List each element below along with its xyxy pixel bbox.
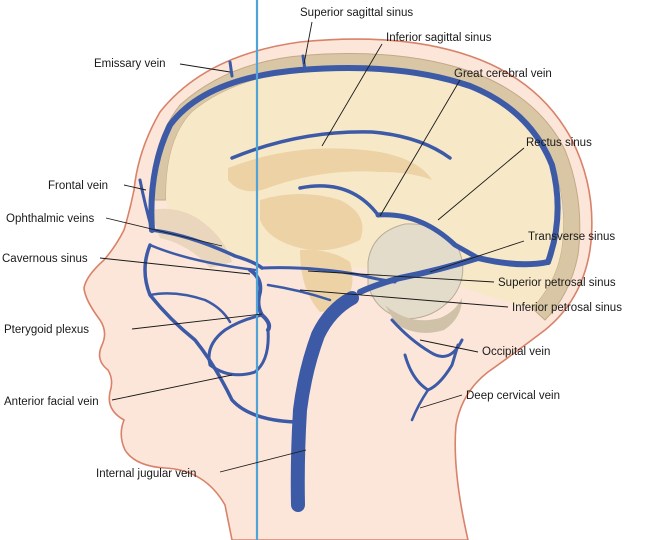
leader-inferior-sagittal-sinus	[321, 43, 383, 147]
pterygoid-plexus-vessel	[207, 313, 270, 377]
label-cavernous-sinus: Cavernous sinus	[2, 253, 88, 265]
anterior-facial-vein-vessel	[143, 243, 297, 424]
rectus-sinus-vessel	[375, 212, 481, 261]
leader-superior-sagittal-sinus	[303, 21, 313, 65]
label-great-cerebral-vein: Great cerebral vein	[454, 68, 552, 80]
leader-deep-cervical-vein	[419, 394, 463, 409]
thalamus	[260, 194, 363, 251]
ophthalmic-veins-lower	[148, 243, 257, 272]
label-pterygoid-plexus: Pterygoid plexus	[4, 324, 89, 336]
facial-branch	[148, 292, 232, 324]
cavernous-sinus-vessel	[248, 268, 272, 332]
brainstem	[300, 249, 353, 312]
leader-superior-petrosal-sinus	[307, 270, 495, 283]
inferior-petrosal-sinus-vessel	[266, 283, 332, 302]
occipital-vein-vessel	[390, 318, 464, 358]
label-anterior-facial-vein: Anterior facial vein	[4, 396, 99, 408]
leader-ophthalmic-veins	[105, 217, 223, 247]
corpus-callosum	[228, 148, 432, 192]
label-inferior-sagittal-sinus: Inferior sagittal sinus	[386, 32, 492, 44]
label-deep-cervical-vein: Deep cervical vein	[466, 390, 560, 402]
internal-jugular-vein-vessel	[290, 291, 359, 512]
leader-inferior-petrosal-sinus	[299, 289, 509, 308]
inferior-sagittal-sinus-vessel	[230, 130, 452, 160]
leader-cavernous-sinus	[99, 257, 251, 275]
leader-great-cerebral-vein	[379, 79, 461, 217]
label-rectus-sinus: Rectus sinus	[526, 137, 592, 149]
label-internal-jugular-vein: Internal jugular vein	[96, 468, 196, 480]
leader-pterygoid-plexus	[131, 313, 263, 330]
superior-petrosal-sinus-vessel	[260, 266, 397, 284]
leader-transverse-sinus	[429, 240, 525, 273]
deep-cervical-lower	[410, 388, 430, 422]
label-inferior-petrosal-sinus: Inferior petrosal sinus	[512, 302, 622, 314]
cerebellum-lower	[385, 298, 462, 333]
leader-occipital-vein	[419, 339, 479, 353]
frontal-vein-vessel	[138, 178, 154, 232]
leader-internal-jugular-vein	[219, 449, 307, 473]
label-occipital-vein: Occipital vein	[482, 346, 550, 358]
label-emissary-vein: Emissary vein	[94, 58, 166, 70]
superior-sagittal-sinus-vessel	[148, 65, 561, 265]
label-transverse-sinus: Transverse sinus	[528, 231, 615, 243]
leader-emissary-vein	[179, 63, 231, 73]
label-superior-sagittal-sinus: Superior sagittal sinus	[300, 7, 413, 19]
label-frontal-vein: Frontal vein	[48, 180, 108, 192]
great-cerebral-vein-vessel	[298, 184, 380, 217]
leader-anterior-facial-vein	[111, 374, 233, 401]
label-ophthalmic-veins: Ophthalmic veins	[6, 213, 94, 225]
emissary-vein-vessel	[228, 60, 234, 78]
leader-frontal-vein	[123, 184, 147, 191]
label-superior-petrosal-sinus: Superior petrosal sinus	[498, 277, 616, 289]
leader-rectus-sinus	[437, 147, 525, 221]
